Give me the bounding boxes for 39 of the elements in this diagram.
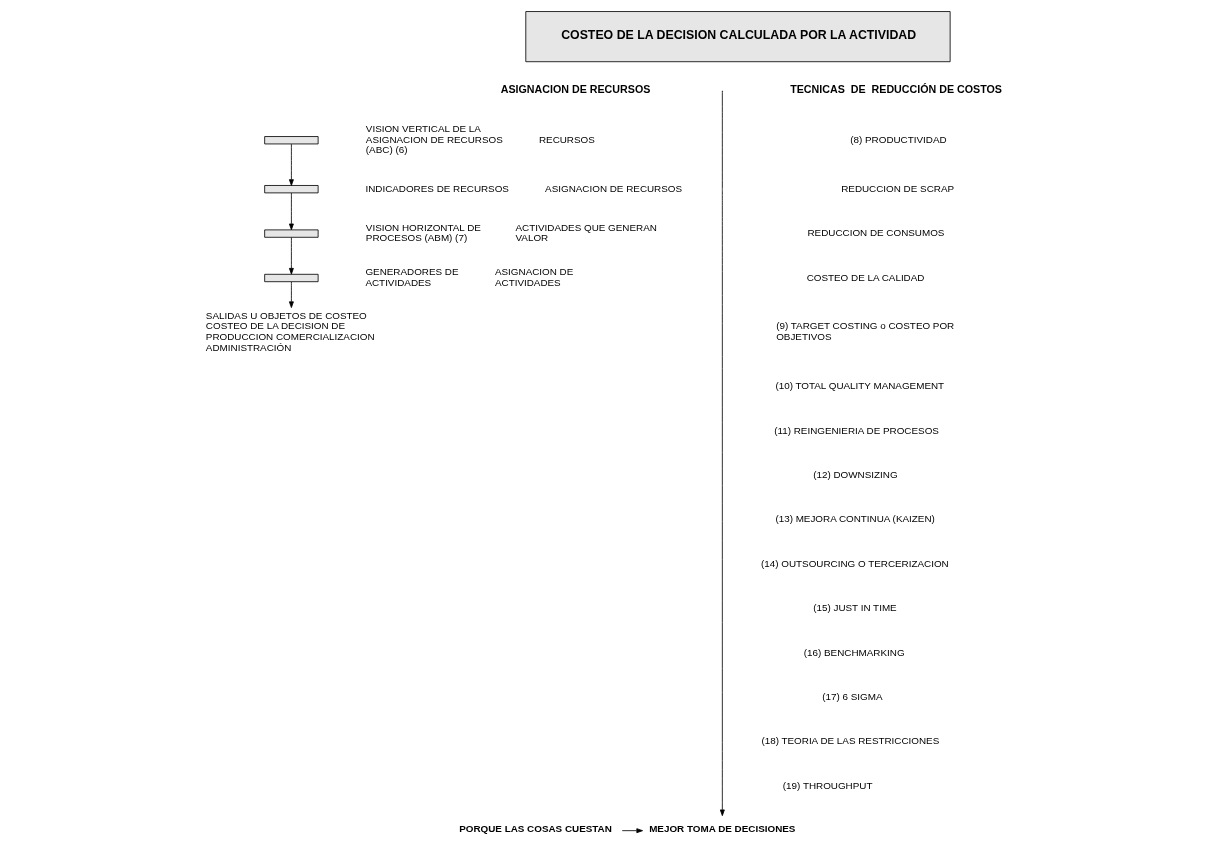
node-label: ACTIVIDADES QUE GENERAN VALOR [515,221,657,244]
node-box [263,136,319,145]
label: ASIGNACION DE RECURSOS [500,83,650,96]
node-label: INDICADORES DE RECURSOS [364,182,509,194]
node-box: COSTEO DE LA DECISION CALCULADA POR LA ACTIVIDAD [524,11,951,63]
node-label: RECURSOS [538,133,595,145]
arrow [288,281,294,308]
node-box [263,273,319,283]
arrow [621,828,643,834]
node-label: ASIGNACION DE RECURSOS [544,182,682,194]
label: (12) DOWNSIZING [812,468,898,480]
label: (9) TARGET COSTING o COSTEO POR OBJETIVOS [775,320,954,343]
label: REDUCCION DE SCRAP [840,182,954,194]
arrow [288,192,294,231]
node-text: SALIDAS U OBJETOS DE COSTEO COSTEO DE LA DECISION DE PRODUCCION COMERCIALIZACION ADMINISTRACIÓN [205,309,375,353]
label: REDUCCION DE CONSUMOS [806,227,944,239]
arrow [288,143,294,186]
node-text: MEJOR TOMA DE DECISIONES [648,823,795,835]
label: COSTEO DE LA CALIDAD [806,271,924,283]
node-label: ASIGNACION DE ACTIVIDADES [494,266,573,288]
arrow [288,237,294,275]
label: (13) MEJORA CONTINUA (KAIZEN) [774,513,935,525]
label: (15) JUST IN TIME [812,602,897,614]
label: (8) PRODUCTIVIDAD [849,133,947,145]
label: (19) THROUGHPUT [782,779,872,791]
node-box [263,229,319,238]
node-text: PORQUE LAS COSAS CUESTAN [458,823,612,835]
label: (10) TOTAL QUALITY MANAGEMENT [774,380,944,392]
label: (14) OUTSOURCING O TERCERIZACION [760,557,949,569]
label: (17) 6 SIGMA [821,690,883,702]
node-label: VISION HORIZONTAL DE PROCESOS (ABM) (7) [365,221,481,244]
label: (16) BENCHMARKING [803,646,905,658]
label: (18) TEORIA DE LAS RESTRICCIONES [760,735,939,747]
node-label: GENERADORES DE ACTIVIDADES [364,266,459,288]
arrow [719,91,725,817]
node-label: VISION VERTICAL DE LA ASIGNACION DE RECURSOS (ABC) (6) [365,123,503,156]
node-box [263,185,319,194]
label: (11) REINGENIERIA DE PROCESOS [773,424,939,436]
label: TECNICAS DE REDUCCIÓN DE COSTOS [789,83,1002,96]
